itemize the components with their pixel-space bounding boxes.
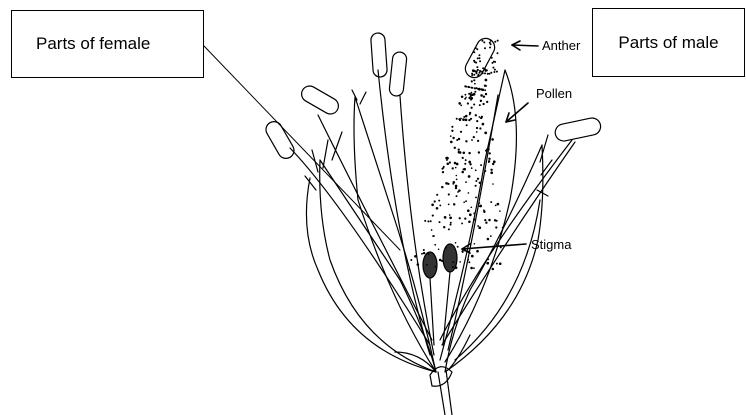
male-parts-callout: Parts of male — [592, 8, 745, 77]
stigma-label: Stigma — [531, 237, 572, 252]
female-parts-callout: Parts of female — [11, 10, 204, 78]
male-parts-label: Parts of male — [618, 33, 718, 53]
pollen-grains — [409, 40, 504, 271]
female-parts-label: Parts of female — [36, 34, 150, 54]
female-callout-line — [204, 46, 400, 250]
anther-label: Anther — [542, 38, 581, 53]
pollen-label: Pollen — [536, 86, 572, 101]
